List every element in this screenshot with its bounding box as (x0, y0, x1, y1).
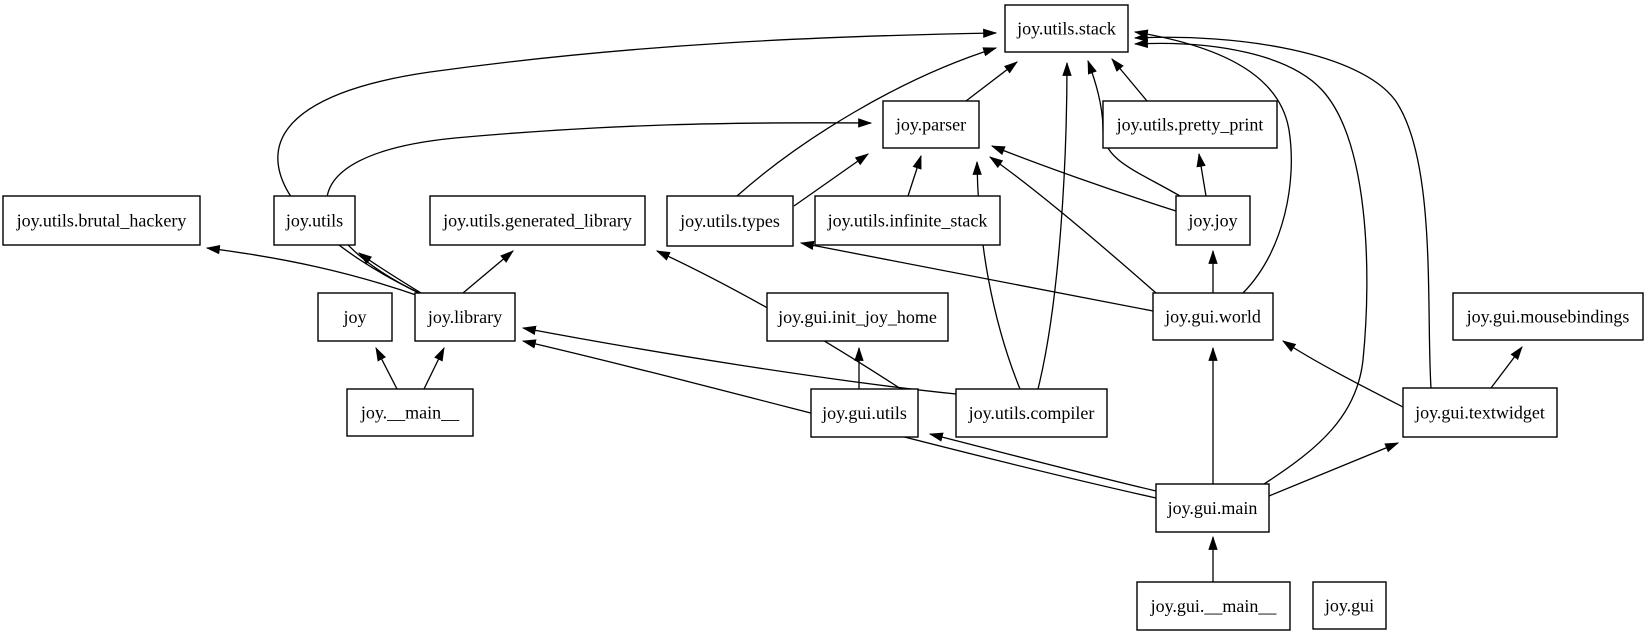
node-joy.joy: joy.joy (1175, 195, 1251, 246)
edge-joy.utils.compiler-to-joy.utils.stack (1037, 61, 1072, 390)
node-box (1152, 292, 1274, 341)
node-joy.gui.main: joy.gui.main (1155, 483, 1270, 533)
node-label: joy.gui.textwidget (1414, 403, 1545, 423)
node-label: joy.library (427, 307, 502, 327)
node-joy.library: joy.library (414, 292, 516, 342)
node-box (1004, 4, 1129, 53)
node-box (1402, 387, 1558, 438)
edge-joy.gui.main-to-joy.gui.utils (928, 432, 1157, 492)
node-joy: joy (317, 292, 393, 342)
node-label: joy.gui.__main__ (1150, 596, 1278, 616)
edge-joy.library-to-joy.utils.brutal_hackery (205, 245, 420, 297)
node-joy.gui.mousebindings: joy.gui.mousebindings (1452, 292, 1644, 341)
node-box (273, 195, 356, 246)
node-label: joy.utils.generated_library (442, 211, 632, 231)
node-joy.utils.brutal_hackery: joy.utils.brutal_hackery (2, 195, 201, 246)
node-label: joy.gui.mousebindings (1466, 307, 1630, 327)
node-joy.utils.infinite_stack: joy.utils.infinite_stack (814, 195, 1001, 246)
node-box (1155, 483, 1270, 533)
node-label: joy.gui.world (1164, 307, 1261, 327)
edge-joy.joy-to-joy.utils.pretty_print (1196, 152, 1207, 197)
node-joy.gui.world: joy.gui.world (1152, 292, 1274, 341)
node-joy.utils.stack: joy.utils.stack (1004, 4, 1129, 53)
node-box (1102, 100, 1278, 149)
node-label: joy.joy (1187, 211, 1237, 231)
node-label: joy.__main__ (360, 403, 460, 423)
edge-joy.__main__-to-joy (375, 346, 398, 390)
node-box (814, 195, 1001, 246)
nodes-layer: joy.utils.stack joy.parser joy.utils.prett… (2, 4, 1644, 631)
node-joy.utils.compiler: joy.utils.compiler (955, 388, 1108, 438)
node-label: joy.utils.compiler (968, 403, 1095, 423)
edge-joy.utils.compiler-to-joy.library (521, 325, 957, 395)
node-joy.utils.pretty_print: joy.utils.pretty_print (1102, 100, 1278, 149)
edge-joy.gui.textwidget-to-joy.utils.stack (1133, 32, 1432, 389)
node-joy.parser: joy.parser (882, 100, 980, 149)
node-label: joy.utils.infinite_stack (827, 211, 988, 231)
node-label: joy.gui.init_joy_home (777, 307, 937, 327)
node-joy.gui.init_joy_home: joy.gui.init_joy_home (766, 292, 949, 342)
node-label: joy.utils.pretty_print (1116, 115, 1264, 135)
node-joy.gui.textwidget: joy.gui.textwidget (1402, 387, 1558, 438)
node-joy.gui.utils: joy.gui.utils (810, 388, 919, 438)
edge-joy.gui.textwidget-to-joy.gui.mousebindings (1490, 346, 1523, 389)
edge-joy.parser-to-joy.utils.stack (965, 61, 1018, 102)
node-box (1452, 292, 1644, 341)
edge-joy.library-to-joy.utils.stack (277, 28, 998, 293)
node-box (2, 195, 201, 246)
edge-joy.gui.main-to-joy.gui.textwidget (1268, 442, 1400, 497)
node-label: joy.parser (895, 115, 966, 135)
node-label: joy.gui (1324, 596, 1374, 616)
edge-joy.utils.pretty_print-to-joy.utils.stack (1111, 58, 1148, 102)
node-box (1312, 581, 1387, 630)
node-box (414, 292, 516, 342)
edge-joy.gui.world-to-joy.parser (989, 156, 1157, 294)
node-box (317, 292, 393, 342)
node-joy.utils.types: joy.utils.types (666, 195, 794, 247)
edge-joy.utils.types-to-joy.utils.stack (736, 47, 998, 197)
node-label: joy.utils.brutal_hackery (16, 211, 187, 231)
edge-joy.gui.world-to-joy.utils.stack (1133, 29, 1292, 294)
edge-joy.__main__-to-joy.library (423, 346, 445, 390)
node-box (766, 292, 949, 342)
node-label: joy.gui.main (1167, 498, 1258, 518)
node-box (882, 100, 980, 149)
node-joy.gui.__main__: joy.gui.__main__ (1136, 581, 1291, 631)
edge-joy.gui.world-to-joy.utils.types (799, 240, 1154, 312)
edge-joy.utils.types-to-joy.parser (793, 153, 869, 207)
node-joy.utils.generated_library: joy.utils.generated_library (429, 195, 646, 246)
edge-joy.utils.infinite_stack-to-joy.parser (907, 154, 922, 197)
node-label: joy (342, 307, 366, 327)
edge-joy.gui.main-to-joy.utils.stack (1133, 38, 1368, 485)
edge-joy.utils.compiler-to-joy.parser (972, 160, 1021, 390)
node-joy.gui: joy.gui (1312, 581, 1387, 630)
node-label: joy.utils (285, 211, 343, 231)
node-joy.utils: joy.utils (273, 195, 356, 246)
node-joy.__main__: joy.__main__ (346, 388, 474, 437)
node-label: joy.utils.stack (1016, 19, 1116, 39)
edge-joy.library-to-joy.utils.generated_library (462, 250, 514, 294)
node-box (955, 388, 1108, 438)
edge-joy.joy-to-joy.parser (990, 145, 1177, 212)
node-box (666, 195, 794, 247)
edge-joy.library-to-joy.utils (358, 252, 422, 294)
node-box (810, 388, 919, 438)
edge-joy.gui.textwidget-to-joy.gui.world (1282, 340, 1404, 408)
node-label: joy.utils.types (679, 211, 780, 231)
node-label: joy.gui.utils (821, 403, 907, 423)
node-box (346, 388, 474, 437)
node-box (1175, 195, 1251, 246)
node-box (429, 195, 646, 246)
node-box (1136, 581, 1291, 631)
